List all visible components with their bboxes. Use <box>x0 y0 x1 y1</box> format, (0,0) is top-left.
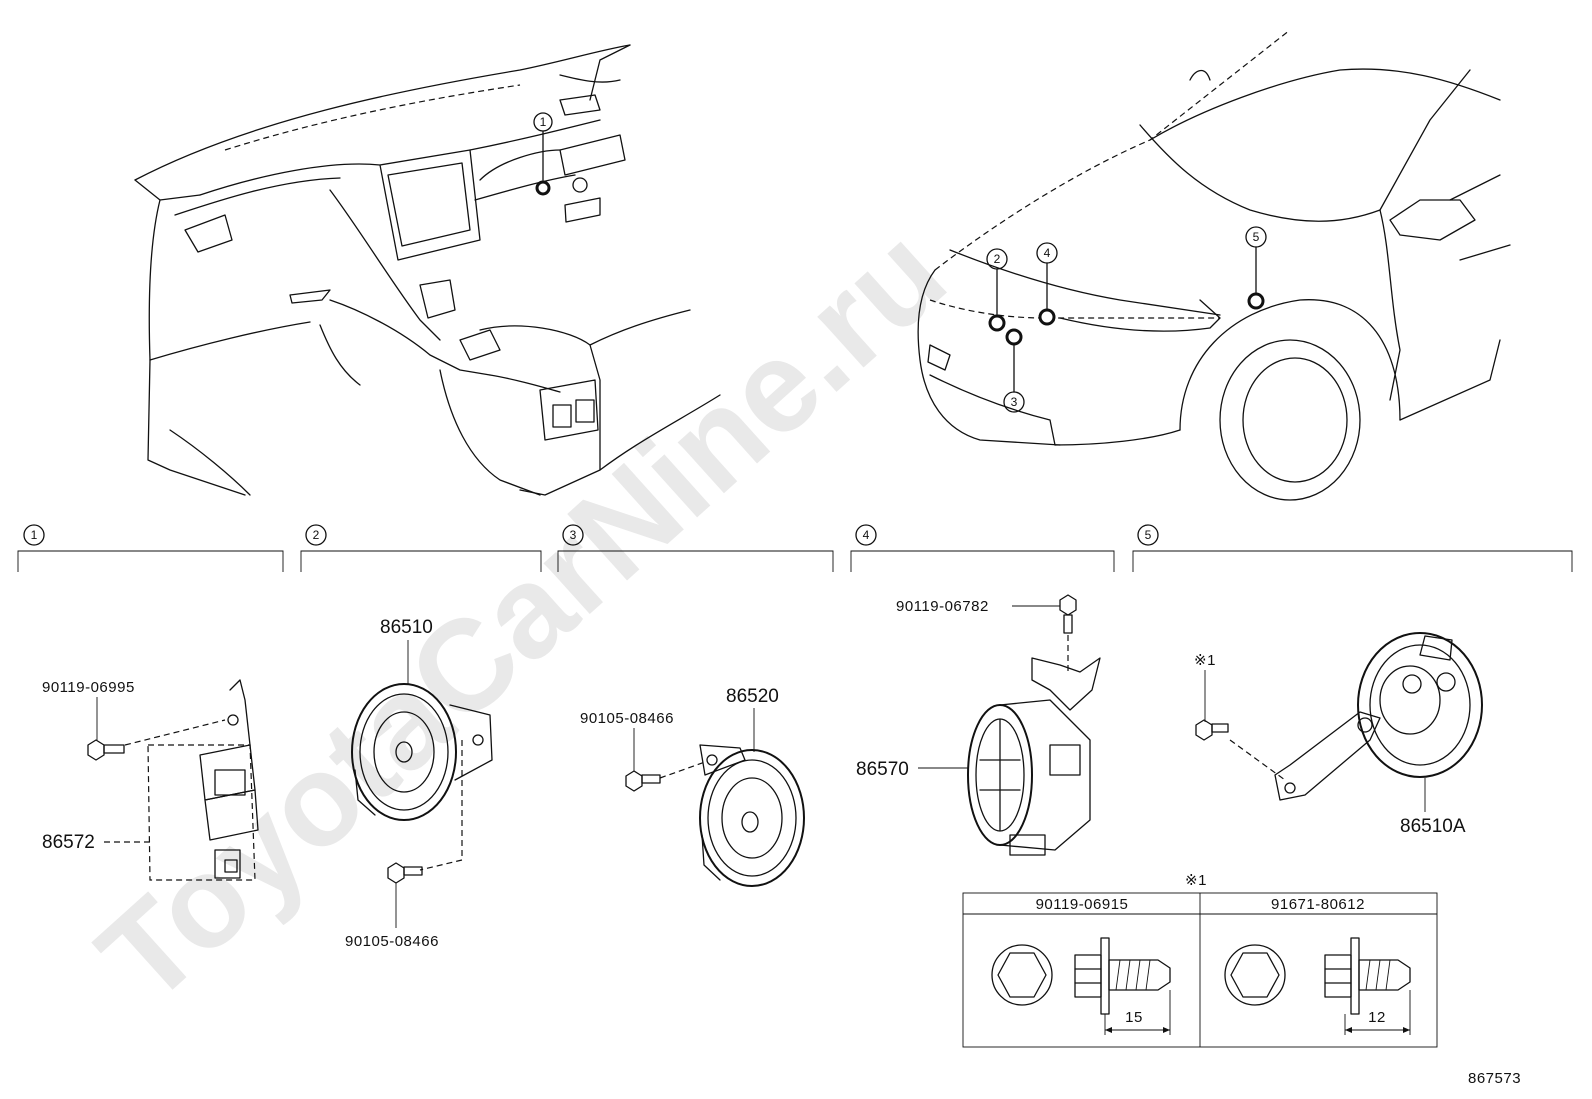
bolt-note-1 <box>1195 719 1286 781</box>
fastener-table-title: ※1 <box>1185 872 1207 889</box>
section-number: 5 <box>1145 528 1152 542</box>
section-header-5: 5 <box>1132 524 1573 572</box>
marker-number: 4 <box>1044 246 1051 260</box>
section-header-2: 2 <box>300 524 542 572</box>
part-86572-relay <box>124 679 259 881</box>
part-86570-speaker <box>967 657 1101 856</box>
dimension-label-1: 15 <box>1125 1009 1143 1026</box>
interior-dashboard-illustration <box>134 44 721 496</box>
dimension-label-2: 12 <box>1368 1009 1386 1026</box>
part-number-86572: 86572 <box>42 832 95 853</box>
location-marker-5: 5 <box>1245 226 1267 310</box>
hex-head-icon <box>991 944 1053 1006</box>
fastener-col-header-1: 90119-06915 <box>1036 896 1129 913</box>
section-number: 3 <box>570 528 577 542</box>
section-header-3: 3 <box>557 524 834 572</box>
marker-number: 3 <box>1011 395 1018 409</box>
diagram-id: 867573 <box>1468 1070 1521 1087</box>
marker-number: 5 <box>1253 230 1260 244</box>
location-marker-4: 4 <box>1036 242 1058 326</box>
fastener-table: ※1 90119-06915 91671-80612 15 <box>962 872 1438 1048</box>
part-number-90119-06995: 90119-06995 <box>42 679 135 696</box>
part-86520-horn <box>659 744 805 887</box>
section-number: 2 <box>313 528 320 542</box>
bolt-90119-06995 <box>87 739 125 761</box>
part-number-90119-06782: 90119-06782 <box>896 598 989 615</box>
hex-head-icon <box>1224 944 1286 1006</box>
part-number-90105-08466-a: 90105-08466 <box>345 933 439 950</box>
part-number-86510: 86510 <box>380 617 433 638</box>
bolt-90119-06782 <box>1059 594 1077 672</box>
bolt-90105-08466-a <box>387 862 423 884</box>
marker-number: 1 <box>540 115 547 129</box>
section-header-4: 4 <box>850 524 1115 572</box>
marker-number: 2 <box>994 252 1001 266</box>
bolt-90105-08466-b <box>625 770 661 792</box>
part-number-86570: 86570 <box>856 759 909 780</box>
location-marker-3: 3 <box>1003 328 1025 413</box>
section-header-1: 1 <box>17 524 284 572</box>
part-86510-horn <box>351 683 493 871</box>
fastener-col-header-2: 91671-80612 <box>1271 896 1365 913</box>
watermark-text: ToyotaCarNine.ru <box>71 199 972 1031</box>
part-86510A-horn <box>1274 632 1483 801</box>
section-number: 4 <box>863 528 870 542</box>
flange-bolt-side-icon <box>1074 937 1171 1035</box>
part-number-86510A: 86510A <box>1400 816 1466 837</box>
note-mark-1: ※1 <box>1194 652 1216 669</box>
location-marker-2: 2 <box>986 248 1008 332</box>
part-number-86520: 86520 <box>726 686 779 707</box>
part-number-90105-08466-b: 90105-08466 <box>580 710 674 727</box>
location-marker-1: 1 <box>533 112 553 196</box>
flange-bolt-side-icon <box>1324 937 1411 1035</box>
section-number: 1 <box>31 528 38 542</box>
vehicle-front-illustration <box>917 29 1511 501</box>
